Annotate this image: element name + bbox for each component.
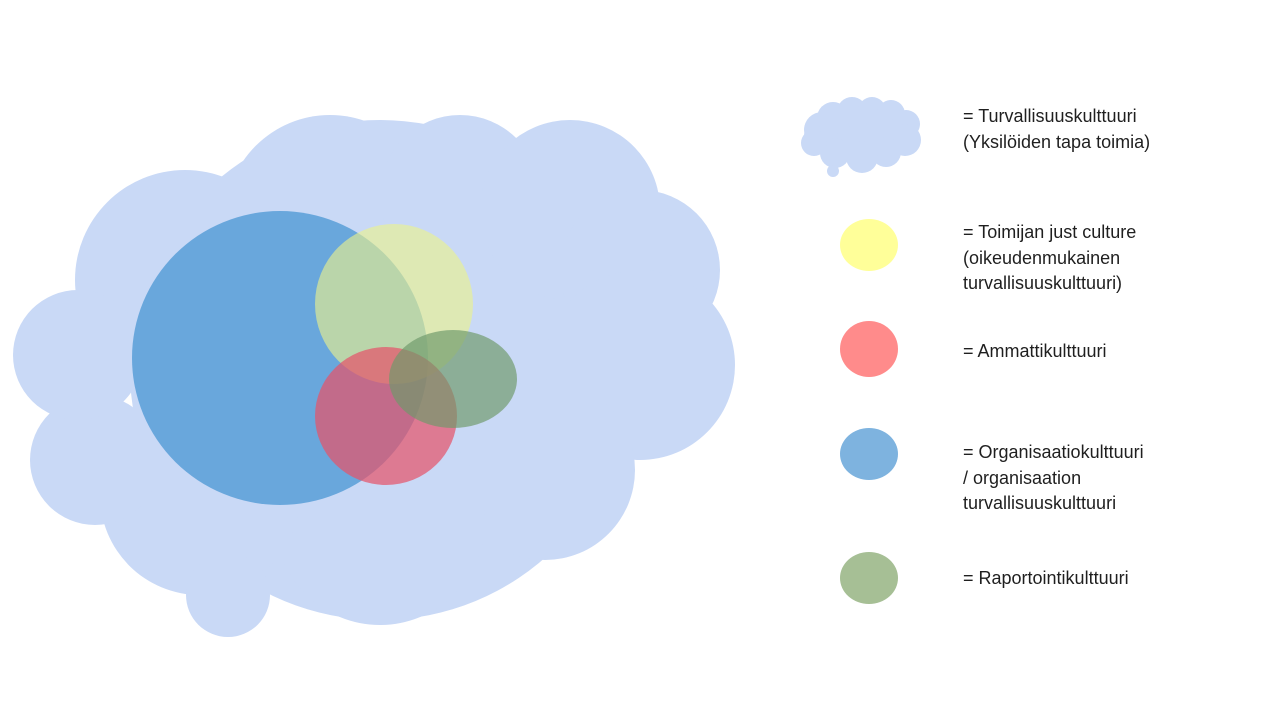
yellow-circle-icon bbox=[840, 219, 898, 271]
green-circle-icon bbox=[840, 552, 898, 604]
blue-circle-icon bbox=[840, 428, 898, 480]
legend-line: (oikeudenmukainen bbox=[963, 247, 1121, 268]
red-circle-icon bbox=[840, 321, 898, 377]
legend-just-culture: = Toimijan just culture (oikeudenmukaine… bbox=[963, 220, 1136, 297]
legend-line: = Organisaatiokulttuuri bbox=[963, 442, 1144, 462]
legend-line: (Yksilöiden tapa toimia) bbox=[963, 131, 1151, 152]
reporting-culture-circle bbox=[389, 330, 517, 428]
legend-line: = Toimijan just culture bbox=[963, 222, 1137, 242]
legend-line: turvallisuuskulttuuri) bbox=[963, 273, 1123, 293]
legend-line: turvallisuuskulttuuri bbox=[963, 493, 1117, 513]
legend-professional-culture: = Ammattikulttuuri bbox=[963, 339, 1107, 365]
cloud-icon bbox=[801, 97, 921, 177]
legend-reporting-culture: = Raportointikulttuuri bbox=[963, 566, 1129, 592]
legend-organisational-culture: = Organisaatiokulttuuri / organisaation … bbox=[963, 440, 1144, 517]
legend-line: = Ammattikulttuuri bbox=[963, 341, 1107, 361]
legend-line: / organisaation bbox=[963, 467, 1082, 488]
legend-safety-culture: = Turvallisuuskulttuuri (Yksilöiden tapa… bbox=[963, 104, 1150, 155]
legend-line: = Raportointikulttuuri bbox=[963, 568, 1129, 588]
legend-line: = Turvallisuuskulttuuri bbox=[963, 106, 1137, 126]
